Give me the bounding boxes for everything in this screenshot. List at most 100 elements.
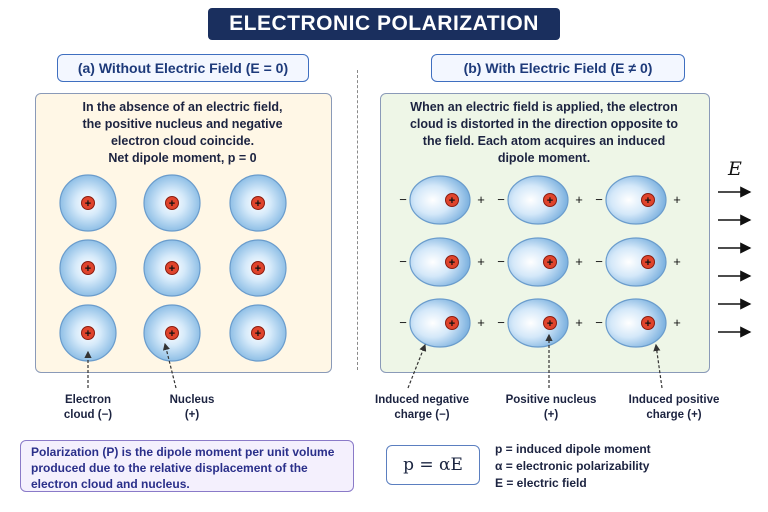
nucleus <box>165 326 179 340</box>
atom-polarized: + − + <box>497 298 583 348</box>
atom-polarized: + − + <box>399 175 485 225</box>
positive-charge-sign: + <box>673 192 681 207</box>
nucleus-plus-sign: + <box>255 263 261 275</box>
panel-b-description: When an electric field is applied, the e… <box>386 99 702 167</box>
desc-line: the positive nucleus and negative <box>82 117 283 131</box>
distorted-electron-cloud <box>605 298 667 348</box>
label-line: (+) <box>184 409 200 421</box>
nucleus-plus-sign: + <box>255 198 261 210</box>
nucleus <box>445 255 459 269</box>
negative-charge-sign: − <box>399 192 407 207</box>
legend-line: p = induced dipole moment <box>495 442 651 456</box>
nucleus-plus-sign: + <box>547 257 553 269</box>
negative-charge-sign: − <box>595 192 603 207</box>
atom-polarized: +−+ <box>595 298 681 348</box>
distorted-electron-cloud <box>409 237 471 287</box>
label-induced-positive: Induced positive charge (+) <box>612 393 736 423</box>
positive-charge-sign: + <box>477 315 485 330</box>
atom-unpolarized: + <box>229 304 287 362</box>
nucleus <box>543 193 557 207</box>
polarization-note: Polarization (P) is the dipole moment pe… <box>20 440 354 492</box>
distorted-electron-cloud <box>507 175 569 225</box>
nucleus <box>543 255 557 269</box>
nucleus <box>641 316 655 330</box>
pointer-positive <box>653 343 663 389</box>
atom-polarized: + − + <box>595 175 681 225</box>
legend-line: α = electronic polarizability <box>495 459 650 473</box>
nucleus-plus-sign: + <box>255 328 261 340</box>
panel-b-header: (b) With Electric Field (E ≠ 0) <box>431 54 685 82</box>
label-line: Electron <box>64 394 111 406</box>
positive-charge-sign: + <box>673 254 681 269</box>
atom-polarized: + − + <box>595 237 681 287</box>
negative-charge-sign: − <box>399 315 407 330</box>
positive-charge-sign: + <box>673 315 681 330</box>
nucleus-plus-sign: + <box>169 198 175 210</box>
panel-divider <box>357 70 358 370</box>
label-positive-nucleus: Positive nucleus (+) <box>496 393 606 423</box>
nucleus-plus-sign: + <box>85 263 91 275</box>
negative-charge-sign: − <box>595 315 603 330</box>
distorted-electron-cloud <box>507 298 569 348</box>
label-line: Induced negative <box>375 394 469 406</box>
nucleus <box>165 261 179 275</box>
nucleus-plus-sign: + <box>169 263 175 275</box>
atom-unpolarized: + <box>143 304 201 362</box>
atom-polarized: + − + <box>399 237 485 287</box>
page-title: ELECTRONIC POLARIZATION <box>208 8 560 40</box>
negative-charge-sign: − <box>399 254 407 269</box>
pointer-negative <box>407 343 427 389</box>
label-line: charge (−) <box>394 409 450 421</box>
negative-charge-sign: − <box>497 192 505 207</box>
distorted-electron-cloud <box>605 175 667 225</box>
nucleus-plus-sign: + <box>547 318 553 330</box>
nucleus-plus-sign: + <box>449 318 455 330</box>
atom-unpolarized: + <box>229 239 287 297</box>
nucleus-plus-sign: + <box>449 195 455 207</box>
distorted-electron-cloud <box>605 237 667 287</box>
legend-line: E = electric field <box>495 476 587 490</box>
nucleus <box>251 326 265 340</box>
label-nucleus: Nucleus (+) <box>160 393 224 423</box>
positive-charge-sign: + <box>477 254 485 269</box>
desc-line: cloud is distorted in the direction oppo… <box>409 117 679 131</box>
positive-charge-sign: + <box>575 315 583 330</box>
label-line: (+) <box>543 409 559 421</box>
nucleus-plus-sign: + <box>85 198 91 210</box>
negative-charge-sign: − <box>595 254 603 269</box>
positive-charge-sign: + <box>575 192 583 207</box>
label-line: Induced positive <box>628 394 720 406</box>
nucleus <box>445 193 459 207</box>
label-induced-negative: Induced negative charge (−) <box>362 393 482 423</box>
label-line: charge (+) <box>646 409 702 421</box>
positive-charge-sign: + <box>575 254 583 269</box>
atom-unpolarized: + <box>143 174 201 232</box>
nucleus-plus-sign: + <box>449 257 455 269</box>
nucleus <box>251 196 265 210</box>
nucleus <box>251 261 265 275</box>
field-symbol: E <box>728 158 742 180</box>
nucleus <box>445 316 459 330</box>
desc-line: In the absence of an electric field, <box>82 100 283 114</box>
nucleus-plus-sign: + <box>645 257 651 269</box>
negative-charge-sign: − <box>497 254 505 269</box>
label-electron-cloud: Electron cloud (−) <box>58 393 118 423</box>
negative-charge-sign: − <box>497 315 505 330</box>
atom-unpolarized: + <box>59 174 117 232</box>
nucleus <box>81 196 95 210</box>
atom-unpolarized: + <box>59 239 117 297</box>
unpolarized-atoms: + + + + + + + + + <box>59 174 287 362</box>
nucleus <box>641 193 655 207</box>
nucleus <box>641 255 655 269</box>
nucleus-plus-sign: + <box>85 328 91 340</box>
label-line: cloud (−) <box>63 409 113 421</box>
positive-charge-sign: + <box>477 192 485 207</box>
atom-unpolarized: + <box>59 304 117 362</box>
distorted-electron-cloud <box>409 298 471 348</box>
nucleus-plus-sign: + <box>169 328 175 340</box>
nucleus-plus-sign: + <box>645 195 651 207</box>
distorted-electron-cloud <box>409 175 471 225</box>
pointer-nucleus <box>162 342 177 389</box>
desc-line: the field. Each atom acquires an induced <box>422 134 666 148</box>
label-line: Positive nucleus <box>505 394 597 406</box>
